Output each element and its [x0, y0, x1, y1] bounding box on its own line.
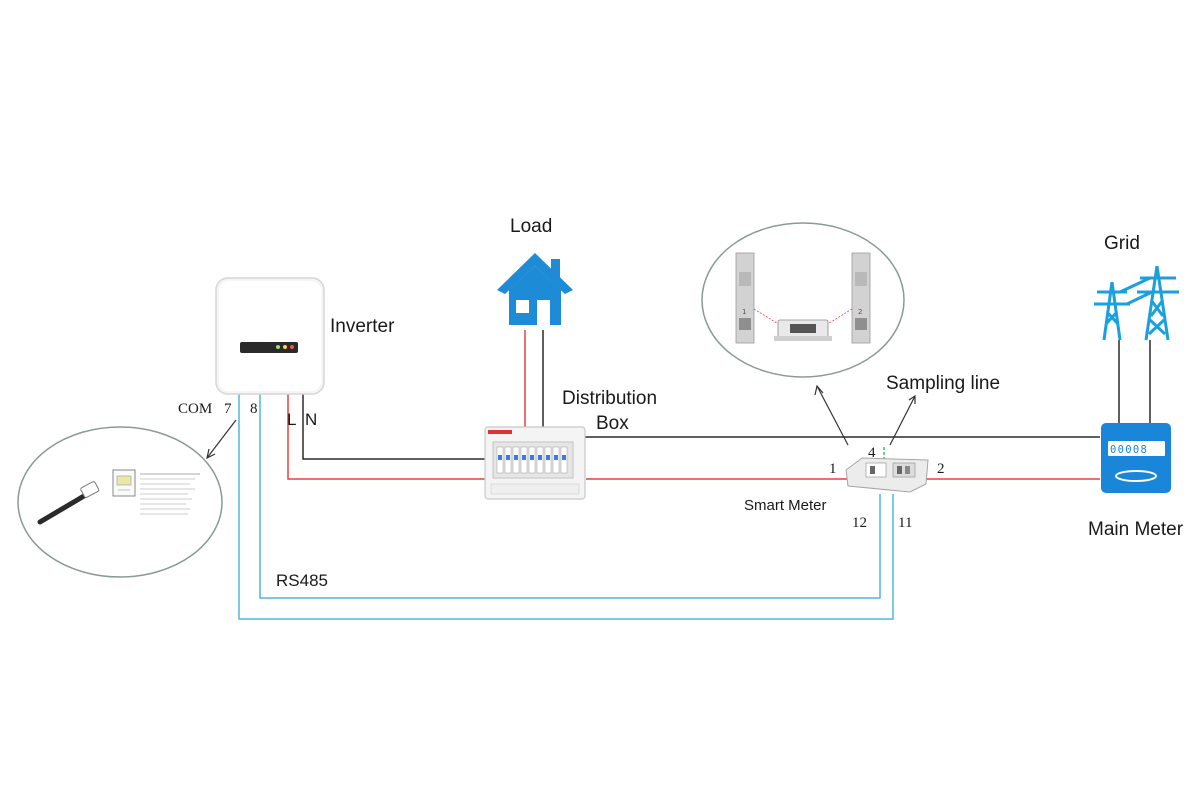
main-meter-display: 00008 [1110, 444, 1148, 456]
power-pylon-icon [1094, 265, 1179, 341]
rj45-connector-icon [37, 469, 200, 525]
com-callout-arrowhead [206, 448, 216, 460]
com-callout-arrow [206, 419, 237, 459]
terminal-N-label: N [305, 410, 317, 429]
rs485-wire-b [259, 393, 881, 599]
distribution-box-label-line2: Box [596, 413, 629, 434]
wires [238, 330, 1151, 620]
smart-meter-callout-arrow [816, 385, 849, 446]
terminal-L-label: L [287, 410, 296, 429]
grid-label: Grid [1104, 233, 1140, 254]
rj45-detail-callout [17, 426, 223, 578]
sampling-line-arrowhead [908, 394, 916, 404]
main-meter-icon [1101, 423, 1171, 493]
house-icon [497, 253, 573, 325]
svg-text:2: 2 [858, 308, 862, 316]
rs485-wire-a [238, 393, 894, 620]
terminal-4-label: 4 [868, 445, 876, 461]
main-meter-label: Main Meter [1088, 519, 1184, 540]
terminal-11-label: 11 [898, 515, 912, 531]
terminal-7-label: 7 [224, 401, 232, 417]
current-transformer-left-icon: 1 [735, 252, 755, 344]
sampling-line-arrow [889, 395, 916, 446]
terminal-2-label: 2 [937, 461, 945, 477]
distribution-box-label-line1: Distribution [562, 388, 657, 409]
smart-meter-label: Smart Meter [744, 497, 827, 514]
inverter-neutral-wire [302, 393, 496, 460]
terminal-8-label: 8 [250, 401, 258, 417]
inverter-label: Inverter [330, 316, 395, 337]
svg-text:1: 1 [742, 308, 746, 316]
rs485-label: RS485 [276, 571, 328, 590]
inverter-display-panel [240, 342, 298, 353]
com-label: COM [178, 401, 212, 417]
smart-meter-detail-icon [774, 319, 832, 341]
smart-meter-callout-arrowhead [814, 384, 824, 396]
current-transformer-right-icon: 2 [851, 252, 871, 344]
smart-meter-detail-callout: 1 2 [701, 222, 905, 378]
inverter-live-wire [287, 393, 496, 480]
terminal-12-label: 12 [852, 515, 867, 531]
inverter-icon [215, 277, 325, 395]
sampling-line-label: Sampling line [886, 373, 1000, 394]
load-label: Load [510, 216, 552, 237]
callout-arrows [206, 384, 916, 460]
terminal-1-label: 1 [829, 461, 837, 477]
smart-meter-icon [845, 457, 929, 493]
distribution-box-icon [484, 426, 586, 500]
